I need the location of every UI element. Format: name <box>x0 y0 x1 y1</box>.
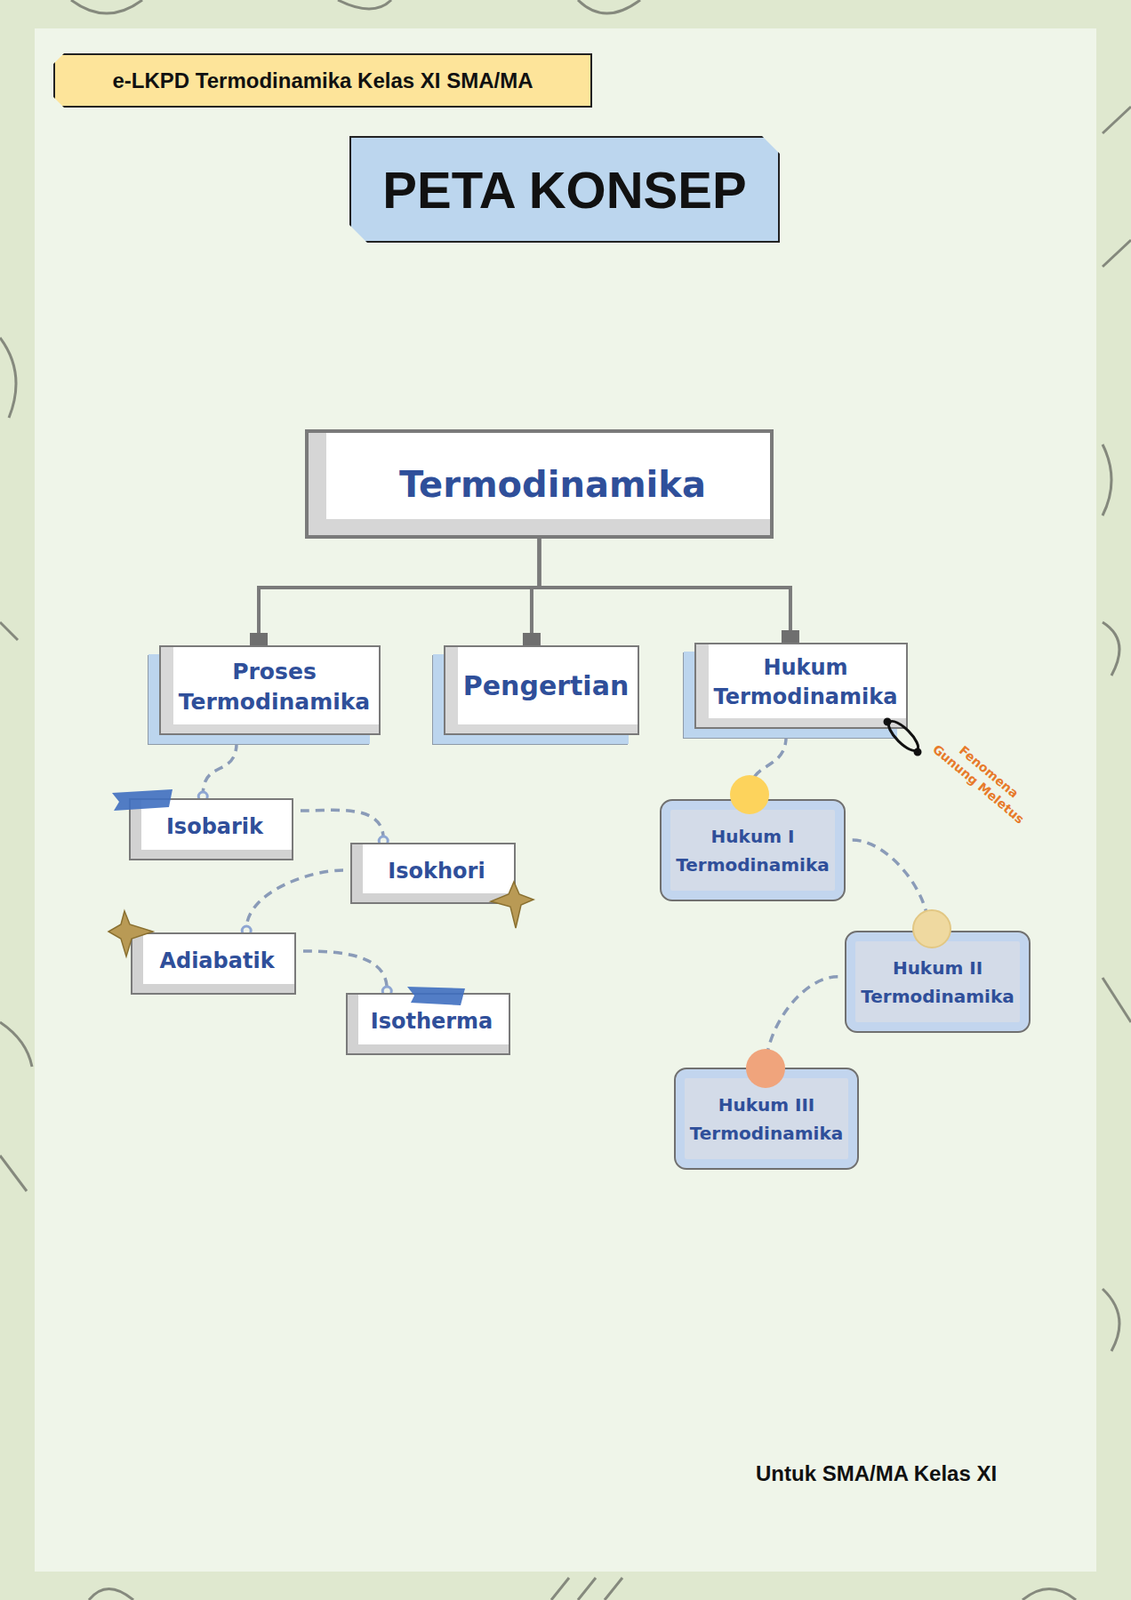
node-text: Hukum III Termodinamika <box>688 1090 845 1148</box>
node-text: Isobarik <box>166 814 264 840</box>
node-text: Termodinamika <box>399 464 706 506</box>
category-box: Hukum Termodinamika <box>694 642 909 730</box>
connector <box>303 951 392 996</box>
connector <box>241 870 344 936</box>
node-text: Hukum II Termodinamika <box>858 954 1016 1011</box>
connector <box>748 736 787 796</box>
node-text: Proses Termodinamika <box>176 657 373 718</box>
node-text: Hukum I Termodinamika <box>673 822 831 880</box>
process-box: Isokhori <box>350 842 516 905</box>
node-text: Isokhori <box>387 858 485 884</box>
node-text: Pengertian <box>463 668 630 706</box>
star-sticker <box>108 882 534 957</box>
connector <box>198 742 237 802</box>
node-text: Adiabatik <box>159 948 274 974</box>
header-band: e-LKPD Termodinamika Kelas XI SMA/MA <box>53 53 593 108</box>
law-box: Hukum III Termodinamika <box>673 1067 859 1171</box>
node-text: Isotherma <box>370 1009 494 1035</box>
paper-clip <box>884 717 923 755</box>
process-box: Isotherma <box>345 993 511 1056</box>
connector <box>766 977 838 1065</box>
connector <box>300 810 388 846</box>
connector <box>249 538 539 655</box>
connector <box>539 538 800 652</box>
title-box: PETA KONSEP <box>349 136 780 243</box>
sticker-dot <box>745 1049 786 1089</box>
law-box: Hukum I Termodinamika <box>659 799 845 902</box>
process-box: Isobarik <box>128 798 294 861</box>
law-box: Hukum II Termodinamika <box>844 930 1030 1034</box>
sticker-dot <box>729 775 770 815</box>
node-text: e-LKPD Termodinamika Kelas XI SMA/MA <box>112 68 534 94</box>
category-box: Proses Termodinamika <box>159 645 382 736</box>
root-box: Termodinamika <box>304 429 774 539</box>
node-text: Hukum Termodinamika <box>712 653 900 712</box>
title-text: PETA KONSEP <box>382 160 746 220</box>
tape-sticker <box>112 789 466 1006</box>
connector <box>852 840 929 928</box>
process-box: Adiabatik <box>130 932 297 995</box>
sticker-dot <box>913 910 951 948</box>
category-box: Pengertian <box>443 645 641 736</box>
footer-label: Untuk SMA/MA Kelas XI <box>755 1461 997 1487</box>
